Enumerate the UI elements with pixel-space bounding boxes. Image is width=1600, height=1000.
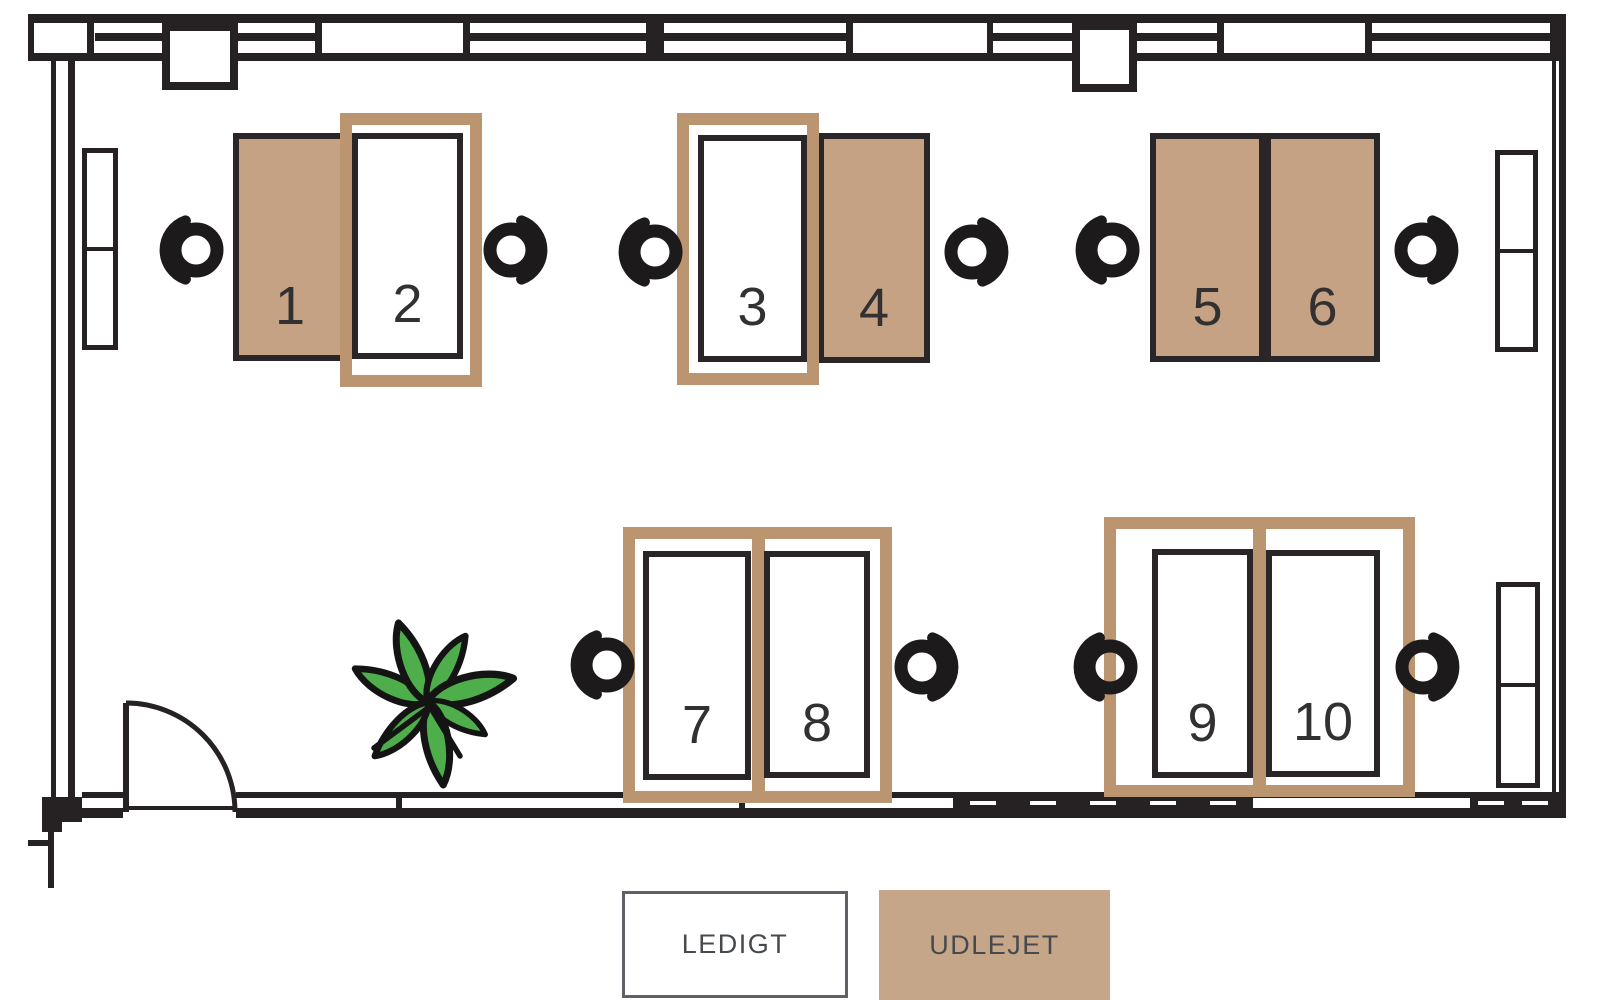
left-wall-inner-line	[68, 53, 75, 797]
legend-rented-label: UDLEJET	[929, 929, 1060, 960]
window-mullion	[1365, 14, 1372, 61]
desk-4[interactable]: 4	[818, 133, 930, 363]
desk-number: 4	[858, 278, 890, 338]
available-desk-frame	[677, 113, 819, 385]
wall-stub-horizontal	[28, 840, 48, 846]
bottom-left-corner-step	[42, 822, 62, 832]
top-wall-left-cap	[28, 14, 34, 61]
desk-8[interactable]: 8	[764, 551, 870, 778]
desk-number: 6	[1307, 277, 1338, 337]
desk-number: 7	[681, 695, 713, 755]
window-glazing-line	[95, 33, 162, 41]
radiator-divider	[1501, 683, 1535, 687]
desk-number: 9	[1187, 693, 1218, 753]
desk-number: 1	[274, 276, 306, 336]
bottom-wall-dash	[1090, 801, 1116, 805]
desk-number: 5	[1192, 277, 1223, 337]
radiator	[1495, 150, 1538, 352]
bottom-wall-top-line	[82, 792, 123, 798]
desk-9[interactable]: 9	[1152, 549, 1253, 778]
radiator	[82, 148, 118, 350]
top-wall-outer-line	[28, 14, 1566, 23]
window-mullion	[646, 14, 664, 61]
bottom-wall-dash	[1030, 801, 1056, 805]
available-desk-frame	[340, 113, 482, 387]
bottom-wall-dash	[970, 801, 996, 805]
available-desk-frame	[753, 527, 892, 803]
desk-number: 2	[392, 274, 423, 334]
radiator-divider	[1500, 249, 1533, 253]
bottom-wall-bottom-line	[236, 808, 953, 818]
right-wall-outer-line	[1559, 14, 1566, 818]
radiator-divider	[87, 247, 113, 251]
bottom-wall-tick	[396, 792, 402, 818]
desk-5[interactable]: 5	[1150, 133, 1265, 362]
window-mullion	[987, 14, 993, 61]
bottom-wall-dash	[1522, 801, 1548, 805]
window-glazing-line	[1372, 33, 1550, 41]
desk-number: 8	[801, 693, 833, 753]
door-threshold-line	[126, 806, 236, 810]
bottom-wall-dash	[1210, 801, 1236, 805]
bottom-wall-dash	[1478, 801, 1504, 805]
legend-rented: UDLEJET	[879, 890, 1110, 1000]
bottom-wall-tick	[739, 792, 745, 818]
window-mullion	[846, 14, 853, 61]
column	[1072, 22, 1137, 92]
column	[162, 23, 238, 90]
window-glazing-line	[238, 33, 315, 41]
legend-available-label: LEDIGT	[681, 929, 789, 959]
window-glazing-line	[470, 33, 646, 41]
left-wall-outer-line	[51, 53, 56, 810]
bottom-wall-solid-segment	[1470, 792, 1566, 818]
top-wall-inner-line	[28, 53, 1556, 61]
desk-10[interactable]: 10	[1266, 550, 1380, 777]
window-glazing-line	[664, 33, 846, 41]
desk-7[interactable]: 7	[643, 551, 751, 780]
desk-1[interactable]: 1	[233, 133, 347, 361]
window-glazing-line	[992, 33, 1072, 41]
bottom-wall-bottom-line	[82, 808, 123, 818]
window-mullion	[87, 14, 94, 61]
bottom-left-corner-block	[42, 797, 82, 822]
desk-number: 3	[737, 277, 768, 337]
window-mullion	[463, 14, 470, 61]
desk-2[interactable]: 2	[352, 133, 463, 359]
bottom-wall-top-line	[236, 792, 953, 798]
right-wall-inner-line	[1552, 53, 1556, 800]
bottom-wall-dash	[1150, 801, 1176, 805]
legend-available: LEDIGT	[622, 891, 848, 998]
desk-6[interactable]: 6	[1265, 133, 1380, 362]
window-glazing-line	[1137, 33, 1218, 41]
desk-number: 10	[1292, 692, 1354, 752]
bottom-wall-bottom-line	[1253, 808, 1470, 818]
radiator	[1496, 582, 1540, 788]
window-mullion	[1217, 14, 1224, 61]
window-mullion	[315, 14, 322, 61]
desk-3[interactable]: 3	[698, 135, 807, 362]
wall-stub-vertical	[48, 832, 54, 888]
